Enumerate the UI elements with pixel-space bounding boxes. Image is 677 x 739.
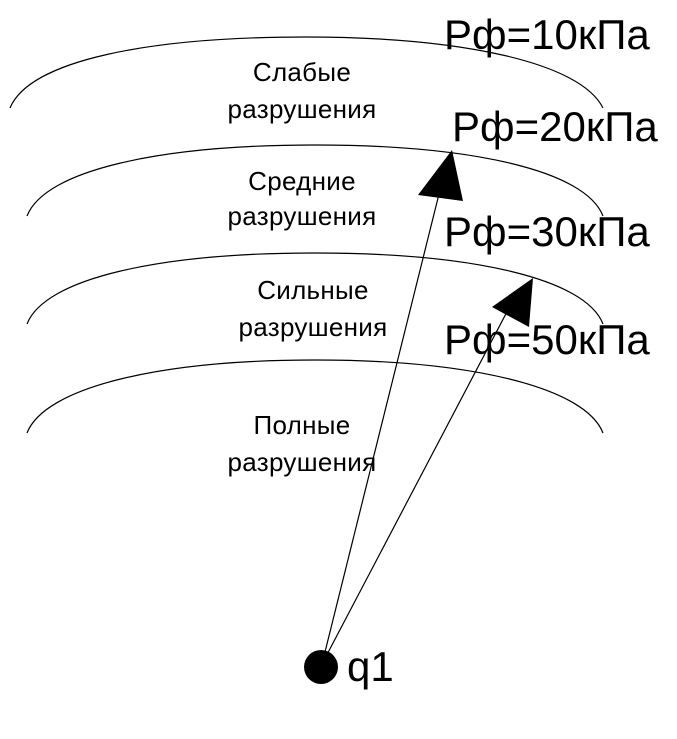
pressure-label-50: Рф=50кПа — [444, 316, 650, 363]
zone-label-medium-line1: Средние — [248, 166, 356, 196]
zone-label-weak-line1: Слабые — [253, 57, 351, 87]
arrowhead-left — [418, 150, 463, 201]
zone-label-medium-line2: разрушения — [228, 201, 377, 231]
pressure-label-30: Рф=30кПа — [444, 208, 650, 255]
pressure-label-20: Рф=20кПа — [452, 103, 658, 150]
zone-boundary-arc-full — [26, 359, 604, 434]
zone-label-full-line1: Полные — [253, 410, 350, 440]
source-label: q1 — [347, 643, 394, 690]
source-point — [304, 650, 338, 684]
zone-label-strong-line1: Сильные — [257, 275, 369, 305]
pressure-label-10: Рф=10кПа — [444, 11, 650, 58]
arrowhead-right — [492, 278, 533, 327]
zone-boundary-arc-strong — [26, 252, 604, 325]
zone-label-weak-line2: разрушения — [228, 94, 377, 124]
zone-label-full-line2: разрушения — [228, 447, 377, 477]
arrow-line-left — [321, 189, 441, 665]
zone-label-strong-line2: разрушения — [239, 312, 388, 342]
zone-boundary-arc-medium — [26, 144, 604, 217]
zone-boundary-arc-weak — [9, 36, 604, 109]
arrow-line-right — [321, 305, 511, 665]
